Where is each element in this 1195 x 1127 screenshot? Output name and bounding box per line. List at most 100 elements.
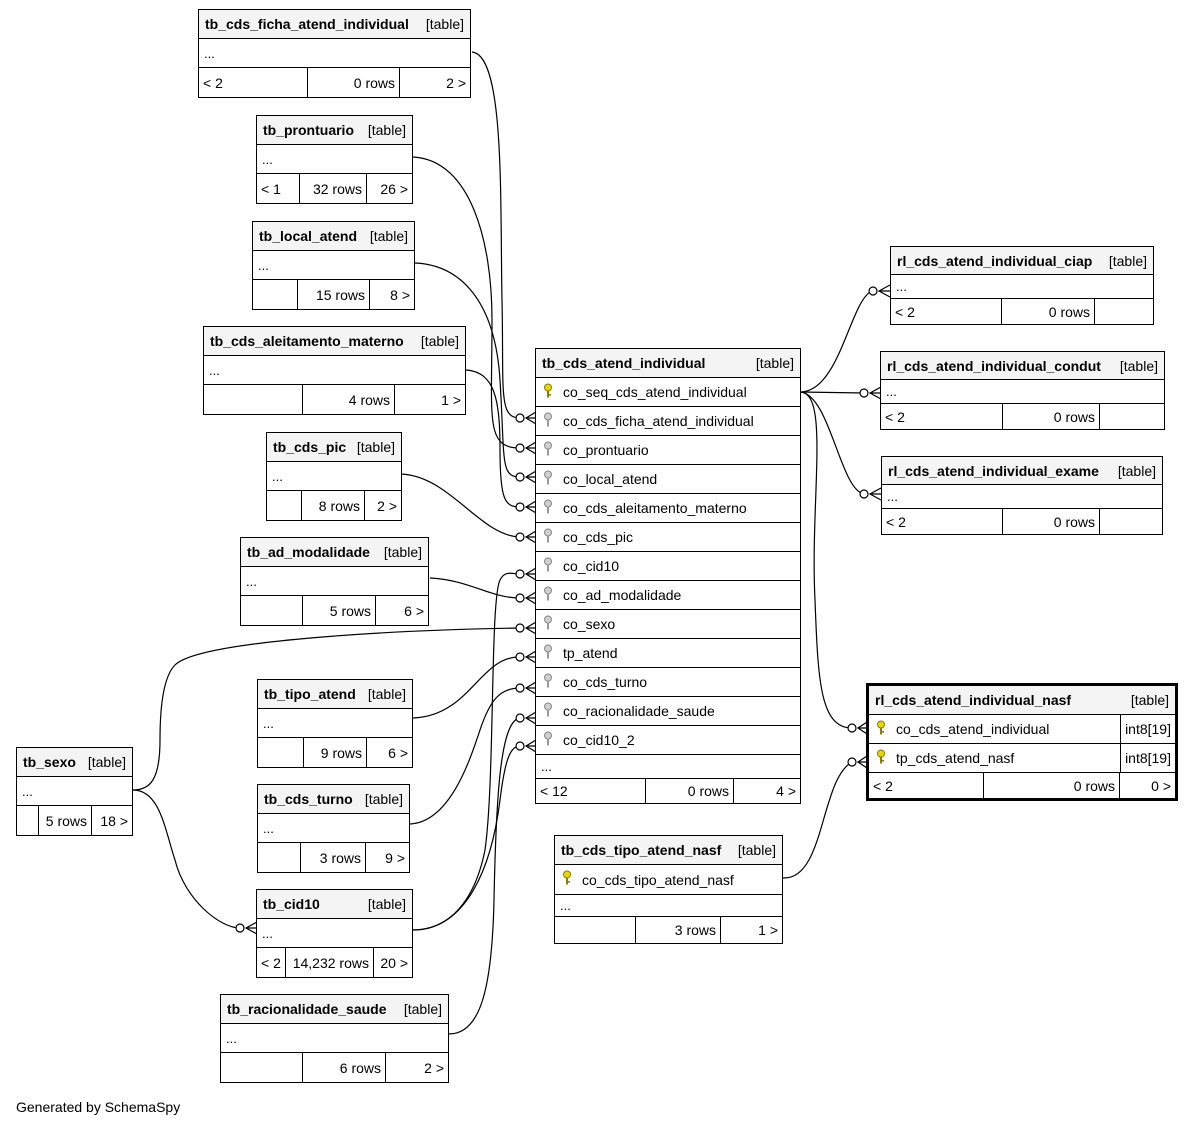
crow-foot (524, 530, 537, 544)
columns-ellipsis: ... (221, 1024, 448, 1053)
column-row[interactable]: co_cds_aleitamento_materno (536, 494, 800, 523)
parents-link[interactable] (267, 491, 302, 520)
column-row[interactable]: co_cds_pic (536, 523, 800, 552)
table-name: tb_cid10 (263, 896, 320, 912)
column-name: co_prontuario (563, 442, 649, 458)
parents-link[interactable]: < 2 (881, 404, 1003, 429)
parents-link[interactable]: < 2 (882, 509, 1003, 534)
parents-link[interactable] (241, 596, 303, 625)
parents-link[interactable] (204, 385, 303, 414)
table-name: tb_racionalidade_saude (227, 1001, 387, 1017)
table-tag: [table] (737, 842, 776, 858)
column-row[interactable]: co_cds_ficha_atend_individual (536, 407, 800, 436)
fk-circle (515, 741, 525, 751)
children-link[interactable]: 18 > (100, 812, 128, 829)
column-row[interactable]: co_cid10 (536, 552, 800, 581)
parents-link[interactable] (258, 843, 301, 872)
columns-ellipsis: ... (882, 485, 1162, 509)
parents-link[interactable] (221, 1053, 303, 1082)
parents-link[interactable] (555, 917, 636, 943)
table-tag: [table] (425, 16, 464, 32)
column-row[interactable]: co_cds_tipo_atend_nasf (555, 865, 782, 895)
table-tb-cds-aleitamento-materno[interactable]: tb_cds_aleitamento_materno[table] ... 4 … (203, 326, 466, 415)
table-name: tb_local_atend (259, 228, 358, 244)
children-link[interactable]: 0 > (1151, 777, 1171, 794)
column-name: co_cds_tipo_atend_nasf (582, 871, 734, 888)
column-row[interactable]: co_cid10_2 (536, 726, 800, 755)
children-link[interactable] (1100, 404, 1164, 429)
children-link[interactable]: 1 > (758, 922, 778, 938)
parents-link[interactable] (253, 280, 298, 309)
table-header: tb_cds_atend_individual[table] (536, 349, 800, 378)
column-row[interactable]: co_seq_cds_atend_individual (536, 378, 800, 407)
children-link[interactable]: 20 > (380, 954, 408, 971)
columns-ellipsis: ... (267, 462, 401, 491)
row-count: 5 rows (39, 806, 92, 835)
table-tb-cds-tipo-atend-nasf[interactable]: tb_cds_tipo_atend_nasf[table] co_cds_tip… (554, 835, 783, 944)
table-header: tb_ad_modalidade[table] (241, 538, 428, 567)
column-name: co_sexo (563, 616, 616, 632)
children-link[interactable]: 6 > (388, 744, 408, 761)
parents-link[interactable]: < 2 (257, 948, 286, 977)
children-link[interactable]: 9 > (385, 849, 405, 866)
column-row[interactable]: co_local_atend (536, 465, 800, 494)
children-link[interactable]: 1 > (441, 391, 461, 408)
table-rl-cds-atend-individual-nasf[interactable]: rl_cds_atend_individual_nasf[table] co_c… (866, 683, 1178, 801)
table-rl-cds-atend-individual-condut[interactable]: rl_cds_atend_individual_condut[table] ..… (880, 351, 1165, 430)
table-tag: [table] (369, 228, 408, 244)
edge-turno (409, 687, 521, 825)
crow-foot (524, 470, 537, 484)
children-link[interactable]: 6 > (404, 602, 424, 619)
edge-prontuario (412, 156, 521, 449)
children-link[interactable]: 2 > (377, 497, 397, 514)
children-link[interactable]: 2 > (424, 1059, 444, 1076)
children-link[interactable]: 4 > (776, 783, 796, 799)
children-link[interactable]: 2 > (446, 74, 466, 91)
table-tb-racionalidade-saude[interactable]: tb_racionalidade_saude[table] ... 6 rows… (220, 994, 449, 1083)
column-name: co_cds_atend_individual (896, 721, 1050, 737)
crow-foot (524, 650, 537, 664)
table-tb-cds-atend-individual[interactable]: tb_cds_atend_individual[table] co_seq_cd… (535, 348, 801, 804)
parents-link[interactable] (258, 738, 304, 767)
parents-link[interactable]: < 2 (891, 299, 1002, 324)
edge-exame (799, 391, 865, 495)
fk-circle (515, 593, 525, 603)
table-footer: 5 rows 18 > (17, 806, 132, 835)
column-row[interactable]: co_cds_turno (536, 668, 800, 697)
column-row[interactable]: co_racionalidade_saude (536, 697, 800, 726)
table-header: tb_cds_turno[table] (258, 785, 409, 814)
row-count: 6 rows (303, 1053, 386, 1082)
crow-foot (524, 567, 537, 581)
parents-link[interactable]: < 1 (257, 174, 300, 203)
column-row[interactable]: tp_atend (536, 639, 800, 668)
children-link[interactable] (1100, 509, 1162, 534)
column-row[interactable]: co_ad_modalidade (536, 581, 800, 610)
table-rl-cds-atend-individual-ciap[interactable]: rl_cds_atend_individual_ciap[table] ... … (890, 246, 1154, 325)
column-name: co_cid10_2 (563, 732, 635, 748)
row-count: 0 rows (1003, 509, 1100, 534)
parents-link[interactable] (17, 806, 39, 835)
parents-link[interactable]: < 2 (199, 68, 308, 97)
children-link[interactable]: 8 > (390, 286, 410, 303)
table-tb-cds-ficha-atend-individual[interactable]: tb_cds_ficha_atend_individual[table] ...… (198, 9, 471, 98)
parents-link[interactable]: < 2 (869, 773, 984, 798)
table-rl-cds-atend-individual-exame[interactable]: rl_cds_atend_individual_exame[table] ...… (881, 456, 1163, 535)
parents-link[interactable]: < 12 (536, 779, 646, 803)
column-row[interactable]: co_prontuario (536, 436, 800, 465)
children-link[interactable]: 26 > (380, 180, 408, 197)
children-link[interactable] (1095, 299, 1153, 324)
column-row[interactable]: co_sexo (536, 610, 800, 639)
